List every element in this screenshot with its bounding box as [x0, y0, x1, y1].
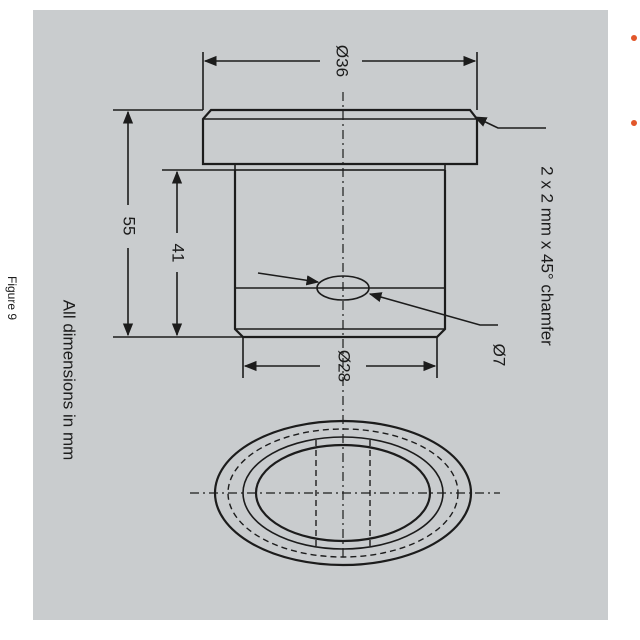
dimensions-note: All dimensions in mm — [60, 300, 79, 461]
outer-circle — [213, 419, 473, 567]
body-length-label: 41 — [169, 244, 188, 263]
chamfer-note: 2 x 2 mm x 45° chamfer — [538, 166, 557, 346]
dimensions: Ø36 Ø28 55 41 Ø7 2 x 2 mm x 45° — [113, 45, 557, 382]
bullet-icon — [631, 120, 637, 126]
neck-outline — [234, 163, 446, 171]
hidden-circle — [227, 428, 459, 558]
figure-label: Figure 9 — [5, 276, 19, 320]
hole-diameter-label: Ø7 — [490, 344, 509, 367]
front-view — [201, 92, 479, 560]
end-view — [190, 419, 500, 567]
body-circle — [242, 436, 444, 550]
leader-line — [257, 272, 320, 286]
overall-length-label: 55 — [120, 217, 139, 236]
flange-diameter-label: Ø36 — [333, 45, 352, 77]
leader-line — [473, 116, 546, 129]
paper-sheet — [33, 10, 608, 620]
bullet-icon — [631, 35, 637, 41]
body-outline — [233, 170, 447, 339]
leader-line — [368, 292, 498, 326]
inner-circle — [254, 443, 432, 543]
body-diameter-label: Ø28 — [335, 350, 354, 382]
